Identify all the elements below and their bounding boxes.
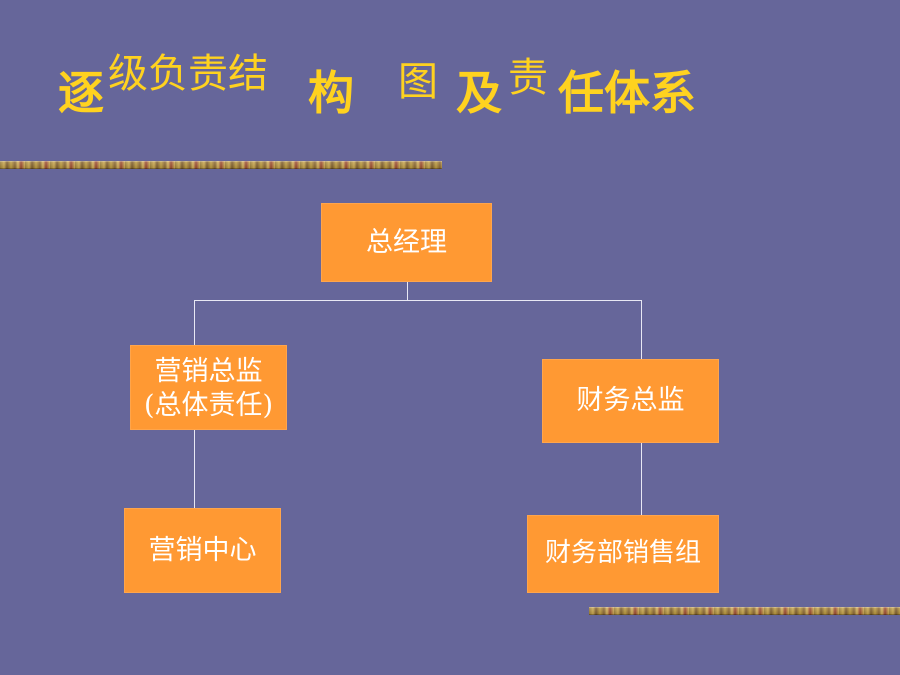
node-marketing-director: 营销总监 (总体责任) bbox=[130, 345, 287, 430]
connector-to-marketing-center bbox=[194, 430, 195, 509]
node-sublabel: (总体责任) bbox=[143, 389, 274, 421]
node-general-manager: 总经理 bbox=[321, 203, 492, 282]
node-label: 财务部销售组 bbox=[544, 538, 701, 569]
decorative-divider-top bbox=[0, 161, 442, 169]
connector-to-finance-sales-group bbox=[641, 443, 642, 516]
connector-to-marketing-director bbox=[194, 300, 195, 346]
slide-title-part: 级负责结 bbox=[108, 51, 268, 97]
node-finance-director: 财务总监 bbox=[542, 359, 719, 443]
node-label: 总经理 bbox=[366, 226, 447, 258]
node-marketing-center: 营销中心 bbox=[124, 508, 281, 593]
connector-horizontal-branch bbox=[194, 300, 642, 301]
slide-title-part: 及 bbox=[456, 66, 502, 120]
slide-title-part: 图 bbox=[398, 59, 438, 105]
node-label: 营销中心 bbox=[148, 534, 257, 566]
connector-manager-to-branch bbox=[407, 282, 408, 301]
connector-to-finance-director bbox=[641, 300, 642, 360]
slide-title: 逐 级负责结 构 图 及 责 任体系 bbox=[58, 51, 696, 128]
node-finance-sales-group: 财务部销售组 bbox=[527, 515, 719, 593]
slide-title-part: 任体系 bbox=[558, 66, 696, 120]
slide-title-part: 构 bbox=[308, 66, 354, 120]
decorative-divider-bottom bbox=[589, 607, 900, 615]
slide-title-part: 逐 bbox=[58, 66, 104, 120]
node-label: 营销总监 bbox=[154, 356, 263, 388]
node-label: 财务总监 bbox=[576, 385, 685, 417]
slide-title-part: 责 bbox=[508, 55, 548, 101]
